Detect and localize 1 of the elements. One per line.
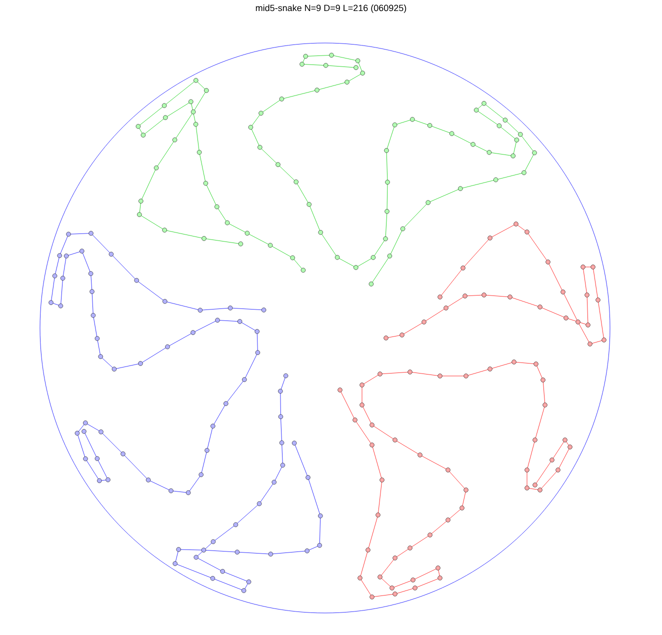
title: mid5-snake N=9 D=9 L=216 (060925) [256,4,406,13]
